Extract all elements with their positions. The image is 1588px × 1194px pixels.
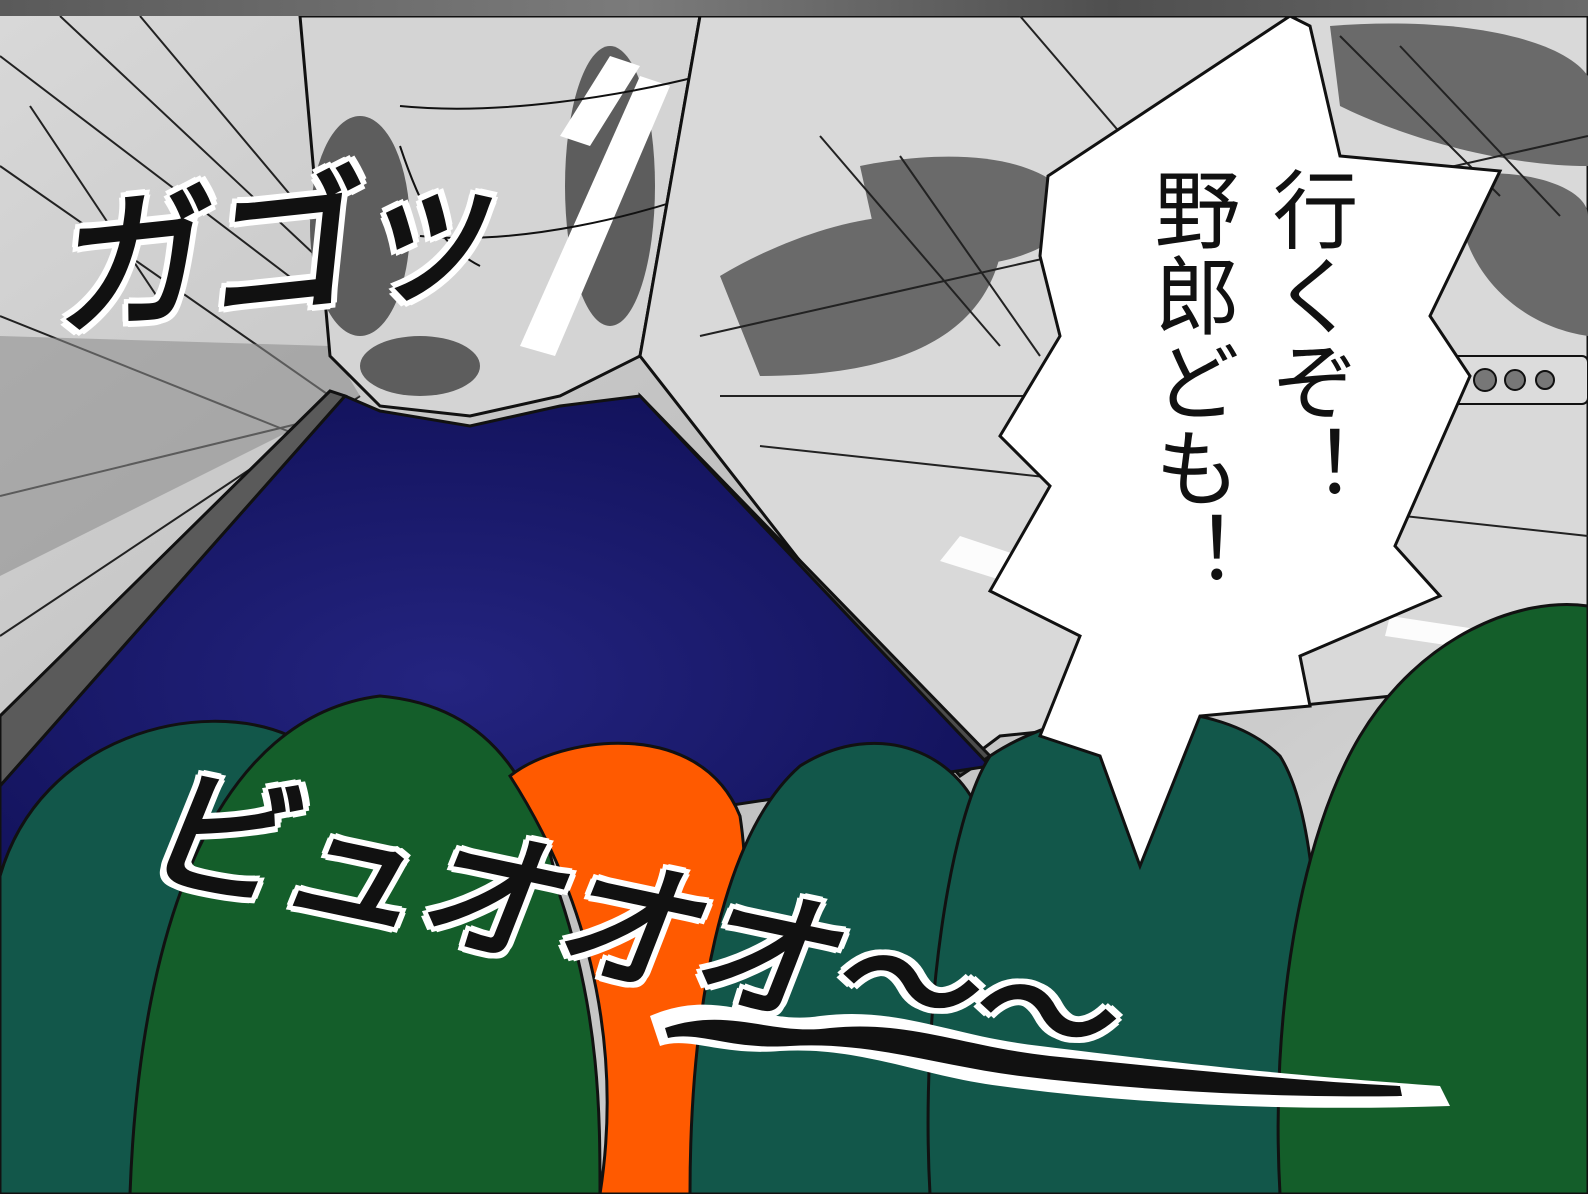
speech-bubble	[987, 16, 1503, 871]
speech-bubble-text: 行くぞ！ 野郎ども！	[1139, 166, 1357, 596]
left-wing-shadow	[0, 336, 360, 576]
panel-artwork	[0, 16, 1588, 1194]
foliage-right	[1276, 603, 1588, 1194]
right-wing-dark-panels	[720, 23, 1588, 376]
engine-vents	[1439, 355, 1588, 405]
foliage-center-left	[128, 694, 602, 1194]
sfx-whoosh-ink	[665, 1019, 1402, 1097]
manga-panel: 行くぞ！ 野郎ども！ ガゴッ ビュオオオ〜〜	[0, 16, 1588, 1194]
fuselage-highlights	[520, 56, 670, 356]
top-border-strip	[0, 0, 1588, 16]
